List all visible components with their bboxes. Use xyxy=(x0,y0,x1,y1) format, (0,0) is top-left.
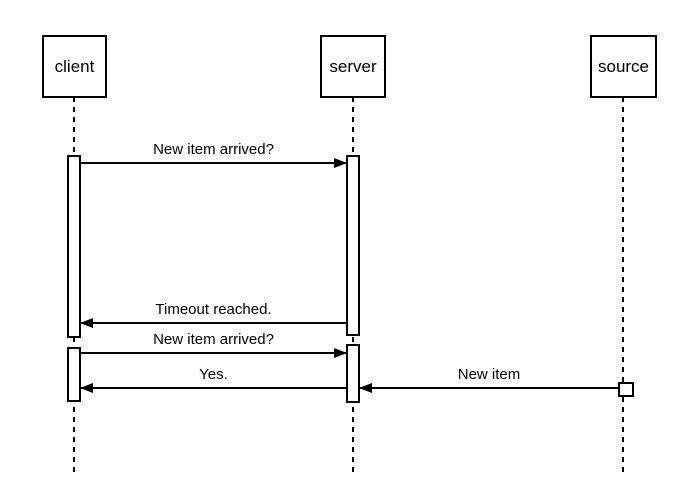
actor-client: client xyxy=(42,35,107,98)
activation-source-1 xyxy=(618,382,634,397)
message-line xyxy=(81,322,346,324)
lifeline-source xyxy=(622,97,624,475)
actor-source-label: source xyxy=(597,56,650,76)
arrowhead-left-icon xyxy=(80,318,93,328)
activation-server-1 xyxy=(346,155,360,336)
message-label: Yes. xyxy=(199,366,228,383)
message-line xyxy=(81,352,346,354)
message-line xyxy=(81,387,346,389)
activation-server-2 xyxy=(346,344,360,403)
message-line xyxy=(81,162,346,164)
message-label: Timeout reached. xyxy=(155,301,272,318)
actor-source: source xyxy=(590,35,657,98)
actor-server: server xyxy=(320,35,386,98)
message-label: New item xyxy=(457,366,521,383)
actor-client-label: client xyxy=(54,56,95,76)
arrowhead-right-icon xyxy=(334,348,347,358)
activation-client-2 xyxy=(67,347,81,402)
message-label: New item arrived? xyxy=(153,331,274,348)
activation-client-1 xyxy=(67,155,81,338)
message-label: New item arrived? xyxy=(153,141,274,158)
arrowhead-left-icon xyxy=(359,383,372,393)
actor-server-label: server xyxy=(329,56,377,76)
arrowhead-left-icon xyxy=(80,383,93,393)
arrowhead-right-icon xyxy=(334,158,347,168)
message-line xyxy=(360,387,618,389)
